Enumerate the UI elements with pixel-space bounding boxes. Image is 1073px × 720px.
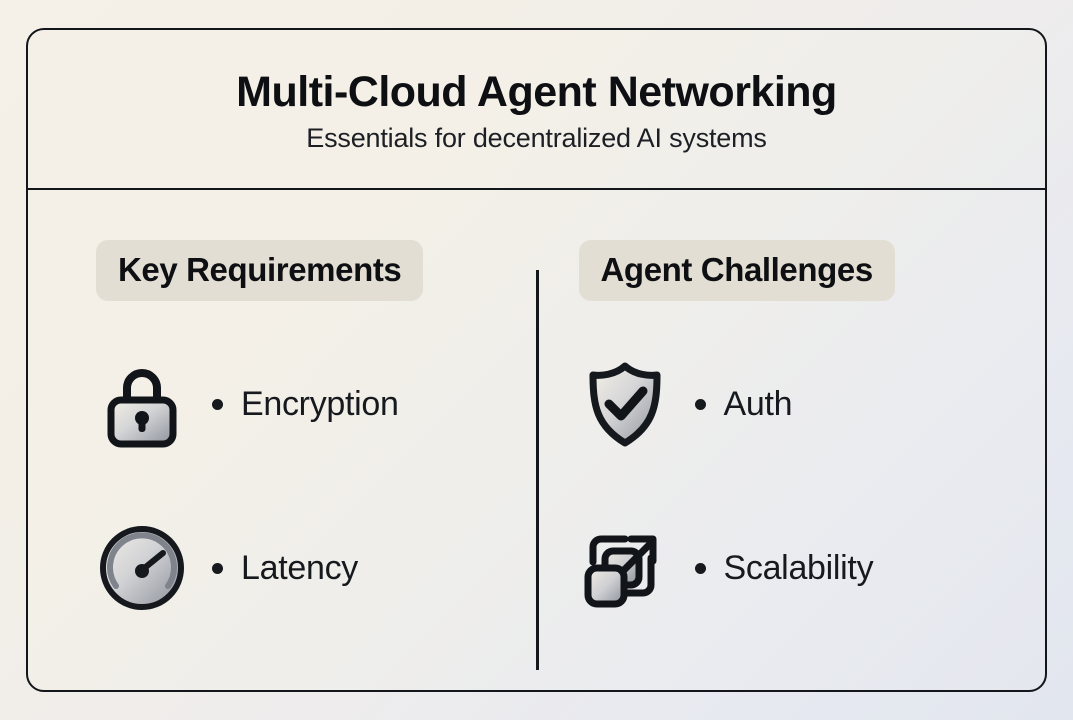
list-item-auth[interactable]: Auth — [579, 345, 1046, 463]
latency-label: Latency — [241, 548, 358, 587]
scale-arrow-icon — [579, 522, 671, 614]
encryption-label: Encryption — [241, 384, 399, 423]
list-item-latency[interactable]: Latency — [96, 509, 537, 627]
scalability-label: Scalability — [723, 548, 874, 587]
column-agent-challenges: Agent Challenges — [537, 192, 1046, 690]
gauge-icon — [96, 522, 188, 614]
auth-label: Auth — [723, 384, 793, 423]
column-key-requirements: Key Requirements — [28, 192, 537, 690]
list-item-label: Latency — [212, 549, 358, 588]
page-title: Multi-Cloud Agent Networking — [236, 68, 837, 117]
header: Multi-Cloud Agent Networking Essentials … — [28, 30, 1045, 190]
column-divider — [535, 270, 539, 670]
bullet-icon — [694, 562, 706, 574]
content-body: Key Requirements — [28, 192, 1045, 690]
lock-icon — [96, 358, 188, 450]
column-heading-agent-challenges: Agent Challenges — [578, 240, 895, 301]
bullet-icon — [694, 398, 706, 410]
list-item-label: Auth — [694, 384, 793, 424]
shield-check-icon — [579, 358, 671, 450]
challenge-list: Auth — [579, 345, 1046, 627]
column-heading-key-requirements: Key Requirements — [96, 240, 424, 301]
list-item-scalability[interactable]: Scalability — [579, 509, 1046, 627]
list-item-encryption[interactable]: Encryption — [96, 345, 537, 463]
list-item-label: Encryption — [212, 385, 399, 424]
bullet-icon — [212, 398, 223, 410]
list-item-label: Scalability — [694, 548, 874, 588]
content-card: Multi-Cloud Agent Networking Essentials … — [26, 28, 1047, 692]
requirement-list: Encryption — [96, 345, 537, 627]
bullet-icon — [212, 562, 223, 574]
page-subtitle: Essentials for decentralized AI systems — [306, 123, 767, 154]
